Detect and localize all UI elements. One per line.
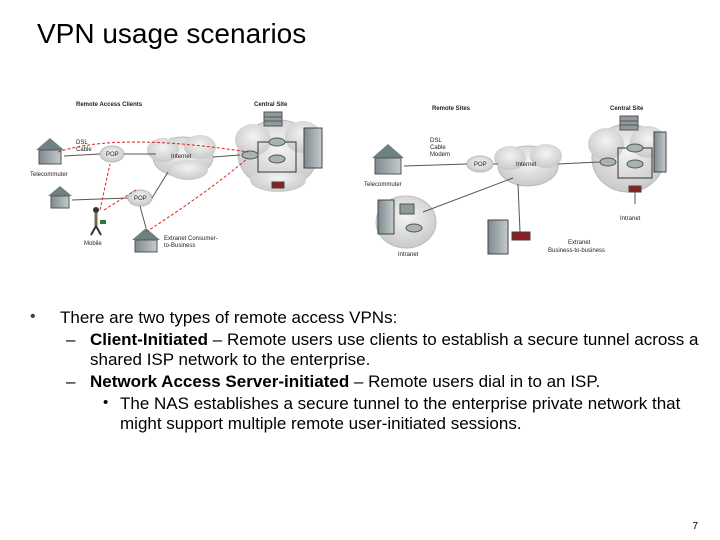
label-intranet-right: Intranet <box>620 216 641 222</box>
label-to-business: to-Business <box>164 243 195 249</box>
label-pop2-left: POP <box>134 196 147 202</box>
label-internet-left: Internet <box>171 154 192 160</box>
house-icon <box>36 138 64 150</box>
router-icon <box>268 137 286 147</box>
label-telecommuter-right: Telecommuter <box>364 182 402 188</box>
label-business-to-business: Business-to-business <box>548 248 605 254</box>
left-diagram: Remote Access Clients Central Site Inter… <box>30 102 323 253</box>
dash-mark: – <box>66 372 76 391</box>
building-icon <box>487 219 509 255</box>
vpn-concentrator-icon <box>511 231 531 241</box>
right-diagram: Remote Sites Central Site Internet Intra… <box>364 106 667 258</box>
sub-sub-bullet-item: • The NAS establishes a secure tunnel to… <box>30 394 700 434</box>
label-internet-right: Internet <box>516 162 537 168</box>
bullet-mark: • <box>103 394 109 411</box>
internet-cloud-left <box>147 135 216 180</box>
house-icon <box>48 186 72 196</box>
house-icon <box>132 228 160 240</box>
vpn-concentrator-icon <box>271 181 285 189</box>
label-pop-right: POP <box>474 162 487 168</box>
slide-title: VPN usage scenarios <box>37 18 307 49</box>
label-central-site-right: Central Site <box>610 106 644 112</box>
dash-mark: – <box>66 330 76 349</box>
label-pop1-left: POP <box>106 152 119 158</box>
label-extranet-consumer: Extranet Consumer- <box>164 236 218 242</box>
sub-bullet-item: – Client-Initiated – Remote users use cl… <box>30 330 700 370</box>
router-icon <box>268 154 286 164</box>
label-modem-right: Modem <box>430 152 450 158</box>
label-central-site-left: Central Site <box>254 102 288 108</box>
label-dsl-right: DSL <box>430 138 442 144</box>
building-icon <box>303 127 323 169</box>
router-icon <box>241 150 259 160</box>
server-icon <box>263 111 283 127</box>
page-number: 7 <box>692 521 698 532</box>
house-icon <box>372 144 404 158</box>
client-initiated-text: – Remote users use clients to establish … <box>90 330 699 369</box>
router-icon <box>626 143 644 153</box>
label-telecommuter-left: Telecommuter <box>30 172 68 178</box>
label-cable-left: Cable <box>76 147 92 153</box>
person-icon <box>93 207 99 213</box>
nas-detail-text: The NAS establishes a secure tunnel to t… <box>120 394 681 433</box>
building-icon <box>653 131 667 173</box>
label-dsl-left: DSL <box>76 140 88 146</box>
client-initiated-term: Client-Initiated <box>90 330 209 349</box>
label-remote-access-clients: Remote Access Clients <box>76 102 143 108</box>
label-extranet-right: Extranet <box>568 240 591 246</box>
bullet-text-main: There are two types of remote access VPN… <box>60 308 398 327</box>
vpn-concentrator-icon <box>628 185 642 193</box>
bullet-list: • There are two types of remote access V… <box>30 308 700 434</box>
router-icon <box>599 157 617 167</box>
server-icon <box>619 115 639 131</box>
label-mobile: Mobile <box>84 241 102 247</box>
bullet-mark: • <box>30 308 36 325</box>
nas-initiated-term: Network Access Server-initiated <box>90 372 350 391</box>
server-icon <box>399 203 415 215</box>
label-cable-right: Cable <box>430 145 446 151</box>
router-icon <box>405 223 423 233</box>
router-icon <box>626 159 644 169</box>
building-icon <box>377 199 395 235</box>
label-intranet-bottom: Intranet <box>398 252 419 258</box>
nas-initiated-text: – Remote users dial in to an ISP. <box>349 372 601 391</box>
vpn-scenarios-diagram: Remote Access Clients Central Site Inter… <box>28 92 668 272</box>
label-remote-sites: Remote Sites <box>432 106 471 112</box>
bullet-item: • There are two types of remote access V… <box>30 308 700 328</box>
sub-bullet-item: – Network Access Server-initiated – Remo… <box>30 372 700 392</box>
